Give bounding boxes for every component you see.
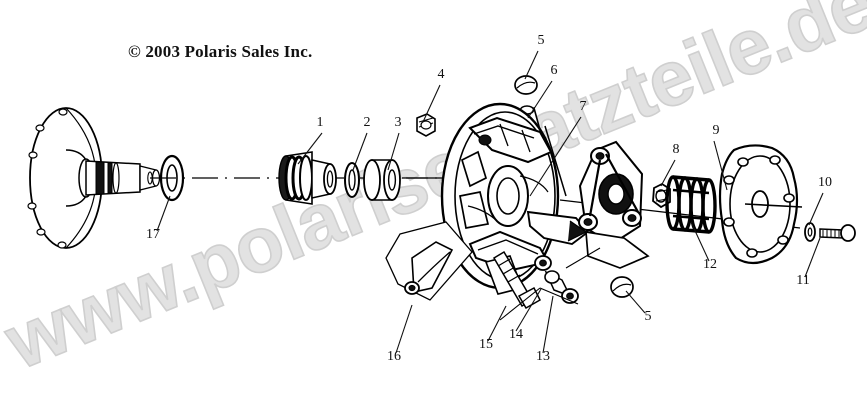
part-15-pin xyxy=(492,250,541,310)
callout-label-14: 14 xyxy=(509,327,523,342)
callout-1: 1 xyxy=(297,115,324,165)
callout-label-1: 1 xyxy=(317,115,324,130)
callout-leader-13 xyxy=(542,295,554,354)
callout-leader-3 xyxy=(387,132,400,171)
callout-leader-2 xyxy=(352,132,368,171)
callout-leader-8 xyxy=(660,159,676,187)
callout-label-9: 9 xyxy=(713,123,720,138)
spider-weight-arm-assembly xyxy=(565,140,650,269)
part-12-compression-spring xyxy=(665,175,717,234)
callout-15: 15 xyxy=(479,305,507,352)
callout-4: 4 xyxy=(422,67,445,123)
callout-leader-10 xyxy=(808,192,824,226)
callout-leader-11 xyxy=(804,237,821,278)
callout-14: 14 xyxy=(509,288,542,342)
callout-label-3: 3 xyxy=(395,115,402,130)
callout-label-17: 17 xyxy=(146,227,160,242)
part-4-nut xyxy=(416,113,436,137)
part-13-14-shoulder-bolt-spacer xyxy=(499,255,579,321)
part-1-bushing-assembly xyxy=(278,151,337,205)
callout-label-8: 8 xyxy=(673,142,680,157)
callout-leader-14 xyxy=(515,288,542,332)
callout-8: 8 xyxy=(660,142,680,187)
part-2-spacer-washer xyxy=(344,162,360,198)
part-10-washer xyxy=(804,222,816,242)
copyright-notice: © 2003 Polaris Sales Inc. xyxy=(128,42,313,61)
part-16-weight-arms xyxy=(385,221,473,301)
callout-leader-16 xyxy=(395,304,413,354)
part-5-ball-top xyxy=(514,75,538,95)
callout-leader-15 xyxy=(487,305,507,342)
callout-label-11: 11 xyxy=(796,273,809,288)
callout-5: 5 xyxy=(524,33,545,80)
callout-label-6: 6 xyxy=(551,63,558,78)
fixed-sheave-assembly xyxy=(27,107,161,249)
callout-11: 11 xyxy=(796,237,821,288)
callout-leader-5 xyxy=(524,50,539,80)
callout-label-5: 5 xyxy=(538,33,545,48)
callout-label-15: 15 xyxy=(479,337,493,352)
callout-label-7: 7 xyxy=(580,99,587,114)
callout-leader-1 xyxy=(297,132,323,165)
callout-10: 10 xyxy=(808,175,832,226)
callout-12: 12 xyxy=(690,221,717,272)
callout-2: 2 xyxy=(352,115,371,171)
callout-label-2: 2 xyxy=(364,115,371,130)
callout-9: 9 xyxy=(713,123,728,191)
callout-3: 3 xyxy=(387,115,402,171)
callout-7: 7 xyxy=(529,99,587,197)
part-9-cover-plate xyxy=(718,144,803,265)
callout-leader-7 xyxy=(529,116,582,197)
callout-5b: 5 xyxy=(625,290,652,324)
callout-leader-12 xyxy=(690,221,710,262)
callout-16: 16 xyxy=(387,304,413,364)
callout-label-12: 12 xyxy=(703,257,717,272)
callout-leader-9 xyxy=(713,140,728,191)
part-3-roller-bushing xyxy=(363,159,401,201)
callout-leader-17 xyxy=(156,195,171,232)
callout-17: 17 xyxy=(146,195,171,242)
callout-label-5b: 5 xyxy=(645,309,652,324)
part-11-bolt xyxy=(819,224,856,242)
callout-leader-4 xyxy=(422,84,441,123)
callout-leader-6 xyxy=(527,80,553,119)
part-5-ball-bottom xyxy=(610,276,634,298)
callout-13: 13 xyxy=(536,295,554,364)
callout-label-13: 13 xyxy=(536,349,550,364)
callout-label-16: 16 xyxy=(387,349,401,364)
callout-label-10: 10 xyxy=(818,175,832,190)
callout-6: 6 xyxy=(527,63,558,119)
callout-leader-5b xyxy=(625,290,646,314)
callout-label-4: 4 xyxy=(438,67,445,82)
